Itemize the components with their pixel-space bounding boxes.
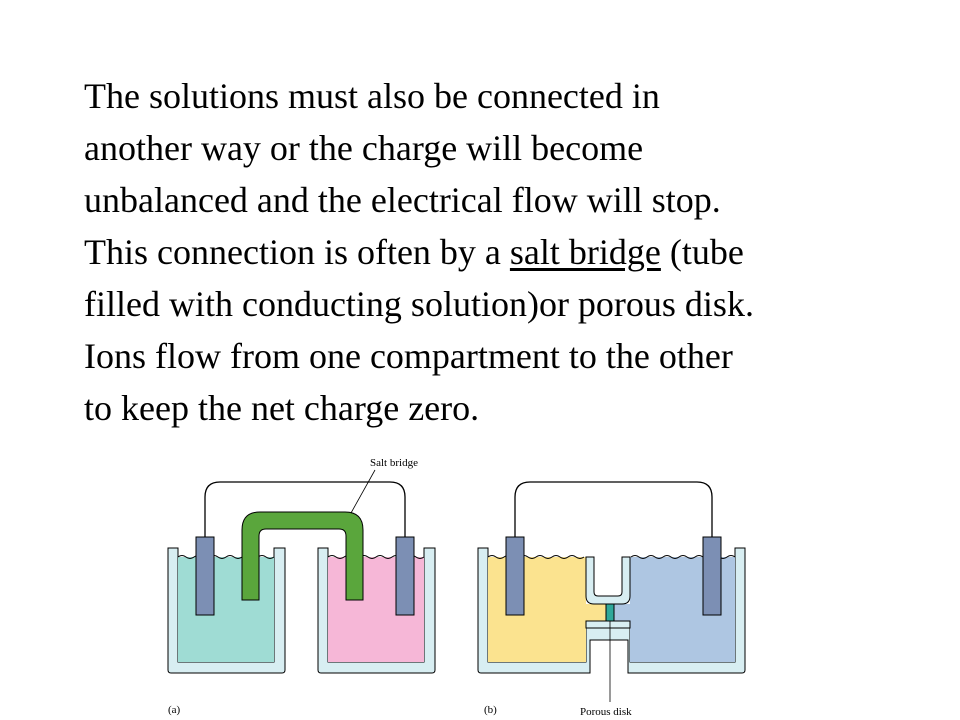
- panel-a-label: (a): [168, 704, 181, 716]
- text-line-5: filled with conducting solution)or porou…: [84, 284, 754, 324]
- panel-a-right-beaker-wall: [317, 547, 436, 674]
- panel-a-wire: [204, 481, 406, 537]
- panel-b-porous-disk-cell: Porous disk (b): [477, 481, 746, 718]
- salt-bridge-label: Salt bridge: [370, 457, 418, 469]
- panel-a-left-beaker: [167, 536, 286, 674]
- text-line-4: This connection is often by a salt bridg…: [84, 226, 904, 278]
- panel-b-left-electrode: [505, 536, 525, 616]
- text-line-3: unbalanced and the electrical flow will …: [84, 180, 721, 220]
- text-line-2: another way or the charge will become: [84, 128, 644, 168]
- panel-b-left-surface-wave: [487, 555, 585, 559]
- panel-b-label: (b): [484, 704, 497, 716]
- salt-bridge-term: salt bridge: [509, 232, 661, 272]
- salt-bridge-tube: [241, 511, 364, 601]
- panel-a-left-beaker-wall: [167, 547, 286, 674]
- salt-bridge-leader-line: [350, 469, 376, 514]
- text-line-7: to keep the net charge zero.: [84, 388, 480, 428]
- panel-b-divider-wall: [585, 556, 631, 605]
- porous-disk-label: Porous disk: [580, 706, 632, 718]
- panel-b-right-electrode: [702, 536, 722, 616]
- panel-a-left-electrode: [195, 536, 215, 616]
- text-line-6: Ions flow from one compartment to the ot…: [84, 336, 733, 376]
- panel-a-left-solution: [178, 557, 274, 662]
- slide-paragraph: The solutions must also be connected in …: [84, 70, 904, 434]
- panel-b-wire: [514, 481, 713, 537]
- electrochemical-cell-figure: Salt bridge (a) Porous disk (b): [167, 457, 746, 718]
- panel-a-right-electrode: [395, 536, 415, 616]
- panel-a-right-beaker: [317, 536, 436, 674]
- text-line-4-start: This connection is often by a: [84, 232, 510, 272]
- porous-disk: [605, 603, 615, 622]
- text-line-1: The solutions must also be connected in: [84, 76, 660, 116]
- text-line-4-end: (tube: [660, 232, 744, 272]
- panel-b-lower-channel-wall: [585, 620, 631, 629]
- panel-a-salt-bridge-cell: Salt bridge (a): [167, 457, 436, 716]
